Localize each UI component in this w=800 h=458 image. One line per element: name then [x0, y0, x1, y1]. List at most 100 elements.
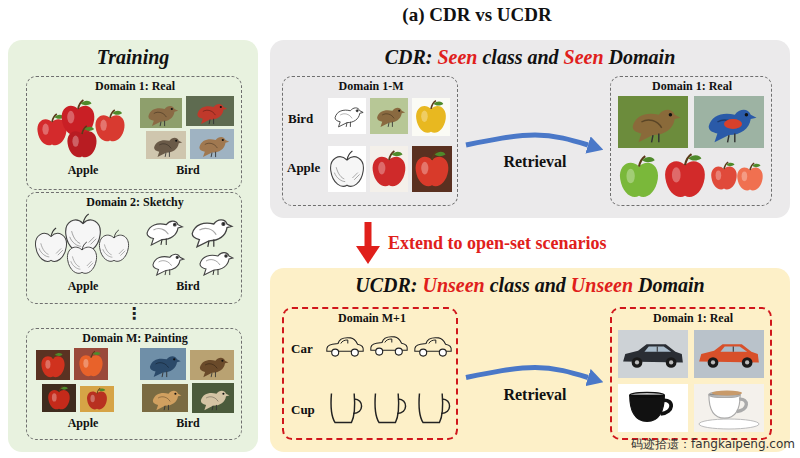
panel-ground — [270, 268, 790, 452]
real-apples — [95, 110, 124, 141]
query-apple-row — [373, 151, 406, 186]
retrieval-arrow — [466, 368, 588, 378]
query-bird-row — [412, 98, 450, 136]
sketch-birds — [147, 220, 233, 275]
query-bird-row — [370, 98, 408, 134]
domain-box: Domain M: PaintingAppleBird — [26, 328, 242, 440]
painting-apples — [48, 386, 70, 409]
real-birds — [199, 137, 229, 157]
query-apple-row — [412, 146, 452, 192]
real-apples — [37, 100, 124, 157]
box-heading: Training — [97, 46, 170, 69]
class-label: Bird — [288, 112, 313, 127]
painting-apples — [41, 352, 64, 377]
heading-word: Seen — [559, 46, 604, 68]
heading-word: UCDR: — [355, 274, 417, 296]
sketch-cups — [419, 393, 449, 422]
box-heading: Domain 1: Real — [652, 80, 732, 94]
gallery-cars — [694, 330, 764, 378]
painting-birds — [142, 384, 188, 412]
gallery-cars — [618, 330, 764, 378]
ellipsis-dots: ⋮ — [126, 305, 142, 323]
edge-label: Retrieval — [503, 386, 566, 404]
gallery-cups — [618, 384, 688, 432]
class-label: Bird — [176, 417, 199, 431]
domain-box: Domain 1: RealAppleBird — [26, 76, 242, 190]
gallery-birds — [694, 96, 764, 148]
box-heading: Domain 1: Real — [653, 312, 733, 326]
gallery-apples — [620, 156, 658, 197]
box-heading: CDR: Seen class and Seen Domain — [385, 46, 676, 69]
query-apple-row — [416, 151, 449, 186]
gallery-cups — [699, 419, 759, 429]
gallery-cups — [694, 384, 764, 432]
box-heading: UCDR: Unseen class and Unseen Domain — [355, 274, 705, 297]
real-birds — [140, 96, 234, 159]
query-bird-row — [328, 98, 366, 134]
sketch-cups — [375, 393, 405, 422]
class-label: Apple — [287, 161, 320, 176]
heading-word: and — [522, 46, 558, 68]
real-birds — [148, 106, 178, 126]
gallery-birds — [633, 110, 681, 142]
domain-box: Domain 2: SketchyAppleBird — [26, 192, 242, 304]
painting-birds — [153, 391, 182, 410]
box-heading: Domain 2: Sketchy — [86, 196, 183, 210]
training-panel: TrainingDomain 1: RealAppleBird Domain 2:… — [8, 40, 258, 452]
real-birds — [154, 138, 182, 157]
painting-birds — [200, 358, 229, 377]
panel-ground — [8, 40, 790, 452]
heading-word: Unseen — [417, 274, 484, 296]
gallery-cups — [630, 392, 671, 421]
heading-word: CDR: — [385, 46, 433, 68]
painting-birds — [201, 391, 230, 410]
gallery-birds — [618, 96, 764, 148]
gallery-domain-box: Domain 1: Real — [610, 307, 772, 440]
painting-apples — [42, 384, 76, 412]
query-bird-row — [377, 108, 405, 127]
ucdr-panel: UCDR: Unseen class and Unseen DomainDoma… — [270, 268, 790, 452]
gallery-apples — [711, 162, 737, 189]
sketch-cars — [327, 337, 452, 356]
panel-ground — [8, 40, 258, 452]
gallery-apples — [620, 154, 763, 197]
real-birds — [197, 104, 227, 124]
sketch-cups — [331, 393, 361, 422]
sketch-birds — [147, 221, 182, 245]
sketch-apples — [36, 228, 67, 261]
edge-group — [368, 135, 588, 378]
real-birds — [146, 131, 186, 159]
class-label: Car — [291, 342, 313, 357]
heading-word: Domain — [633, 274, 705, 296]
heading-word: Domain — [604, 46, 676, 68]
edge-label: Retrieval — [503, 153, 566, 171]
sketch-apples — [99, 230, 128, 261]
sketch-cars — [327, 338, 364, 356]
extend-arrow — [365, 222, 372, 246]
query-apple-row — [328, 146, 366, 192]
edge-label: Extend to open-set scenarios — [388, 233, 607, 254]
cdr-panel: CDR: Seen class and Seen DomainDomain 1-… — [270, 40, 790, 218]
class-label: Apple — [68, 164, 99, 178]
sketch-birds — [200, 253, 233, 275]
box-heading: Domain 1-M — [339, 80, 404, 94]
painting-apples — [80, 386, 114, 412]
gallery-domain-box: Domain 1: Real — [610, 76, 772, 206]
sketch-apples — [67, 242, 96, 273]
real-birds — [190, 129, 234, 159]
gallery-cars — [623, 344, 683, 367]
panel-ground — [270, 40, 790, 218]
painting-apples — [36, 348, 114, 412]
painting-apples — [87, 388, 107, 409]
heading-word: Seen — [432, 46, 477, 68]
heading-word: Unseen — [566, 274, 633, 296]
query-bird-row — [335, 108, 363, 127]
real-birds — [186, 96, 234, 126]
painting-birds — [190, 350, 234, 380]
box-heading: Domain 1: Real — [95, 80, 175, 94]
painting-apples — [79, 351, 102, 376]
gallery-cars — [699, 344, 759, 367]
gallery-apples — [665, 154, 705, 197]
